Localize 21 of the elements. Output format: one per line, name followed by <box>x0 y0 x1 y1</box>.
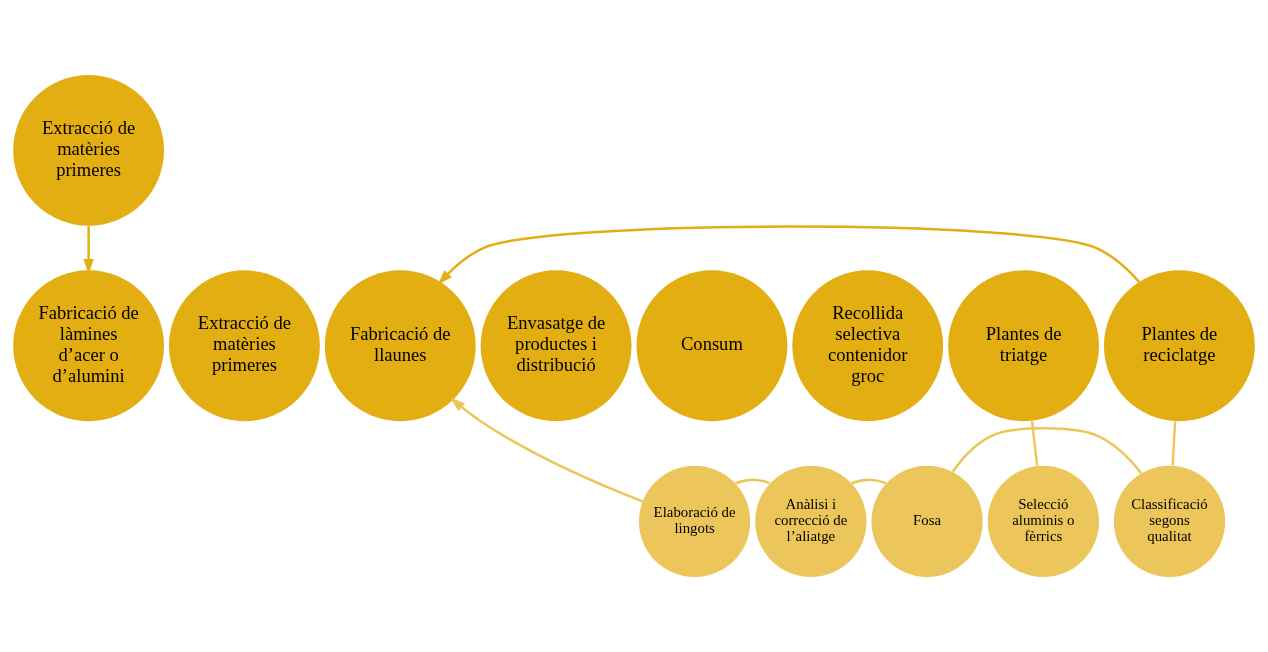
connector <box>1171 421 1177 466</box>
node-circle: Classificació segons qualitat <box>1113 465 1226 578</box>
node-circle: Extracció de matèries primeres <box>13 74 165 226</box>
connector <box>735 478 771 485</box>
node-circle: Plantes de reciclatge <box>1103 270 1255 422</box>
node-circle: Selecció aluminis o fèrrics <box>987 465 1099 578</box>
node-circle: Recollida selectiva contenidor groc <box>792 270 944 422</box>
connector <box>951 427 1143 474</box>
arrow <box>450 397 643 503</box>
node-circle: Fabricació de làmines d’acer o d’alumini <box>13 270 165 422</box>
node-circle: Elaboració de lingots <box>638 465 751 578</box>
node-circle: Anàlisi i correcció de l’aliatge <box>755 465 867 578</box>
connector <box>851 478 887 485</box>
node-circle: Plantes de triatge <box>948 270 1099 422</box>
connector <box>1030 420 1039 466</box>
node-circle: Fosa <box>871 465 983 578</box>
node-circle: Envasatge de productes i distribució <box>480 270 632 422</box>
node-circle: Consum <box>636 270 788 422</box>
node-circle: Extracció de matèries primeres <box>169 270 320 422</box>
arrow <box>83 226 94 274</box>
arrow <box>438 225 1140 285</box>
